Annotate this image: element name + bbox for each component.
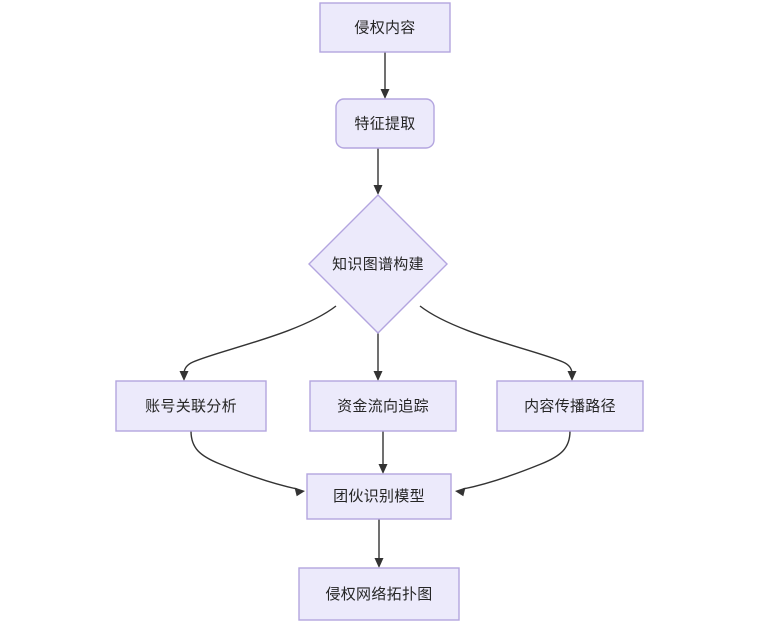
- node-shape-rectangle[interactable]: [309, 380, 457, 432]
- node-label: 侵权内容: [354, 19, 415, 36]
- arrowhead-icon: [374, 558, 384, 568]
- node-label: 特征提取: [354, 115, 415, 132]
- edge-fund-flow-to-gang-model: [378, 431, 388, 474]
- node-label: 资金流向追踪: [337, 398, 429, 415]
- edge-infringing-content-to-feature-extraction: [380, 52, 390, 99]
- edge-knowledge-graph-to-fund-flow: [373, 333, 383, 381]
- edge-path: [462, 430, 571, 490]
- edge-layer: [179, 52, 577, 568]
- arrowhead-icon: [179, 371, 189, 381]
- node-content-propagation-path[interactable]: 内容传播路径: [496, 380, 644, 432]
- arrowhead-icon: [378, 464, 388, 474]
- node-shape-rectangle[interactable]: [306, 473, 452, 520]
- arrowhead-icon: [455, 487, 466, 497]
- arrowhead-icon: [373, 371, 383, 381]
- node-shape-rectangle[interactable]: [298, 567, 460, 621]
- edge-gang-model-to-network-topology: [374, 519, 384, 568]
- edge-path: [190, 430, 298, 490]
- arrowhead-icon: [380, 89, 390, 99]
- node-label: 侵权网络拓扑图: [325, 586, 432, 603]
- node-shape-rectangle[interactable]: [115, 380, 267, 432]
- node-layer: 侵权内容 特征提取 知识图谱构建 账号关联分析 资金流向追踪 内容传播路径 团伙…: [115, 2, 644, 621]
- arrowhead-icon: [294, 487, 305, 497]
- edge-feature-extraction-to-knowledge-graph: [373, 148, 383, 195]
- edge-account-correlation-to-gang-model: [190, 430, 305, 497]
- node-fund-flow-tracking[interactable]: 资金流向追踪: [309, 380, 457, 432]
- node-infringement-network-topology[interactable]: 侵权网络拓扑图: [298, 567, 460, 621]
- node-label: 内容传播路径: [524, 398, 616, 415]
- node-infringing-content[interactable]: 侵权内容: [319, 2, 451, 53]
- node-label: 账号关联分析: [145, 398, 237, 415]
- node-shape-rounded-rectangle[interactable]: [335, 98, 435, 149]
- arrowhead-icon: [373, 185, 383, 195]
- node-label: 团伙识别模型: [333, 488, 425, 505]
- edge-path: [419, 305, 573, 375]
- edge-knowledge-graph-to-account-correlation: [179, 305, 337, 381]
- node-label: 知识图谱构建: [332, 256, 424, 273]
- edge-knowledge-graph-to-content-propagation: [419, 305, 577, 381]
- edge-path: [183, 305, 337, 375]
- node-feature-extraction[interactable]: 特征提取: [335, 98, 435, 149]
- node-shape-rectangle[interactable]: [319, 2, 451, 53]
- node-gang-identification-model[interactable]: 团伙识别模型: [306, 473, 452, 520]
- edge-content-propagation-to-gang-model: [455, 430, 571, 497]
- node-knowledge-graph-construction[interactable]: 知识图谱构建: [308, 194, 448, 334]
- arrowhead-icon: [567, 371, 577, 381]
- node-shape-diamond[interactable]: [308, 194, 448, 334]
- node-account-correlation-analysis[interactable]: 账号关联分析: [115, 380, 267, 432]
- node-shape-rectangle[interactable]: [496, 380, 644, 432]
